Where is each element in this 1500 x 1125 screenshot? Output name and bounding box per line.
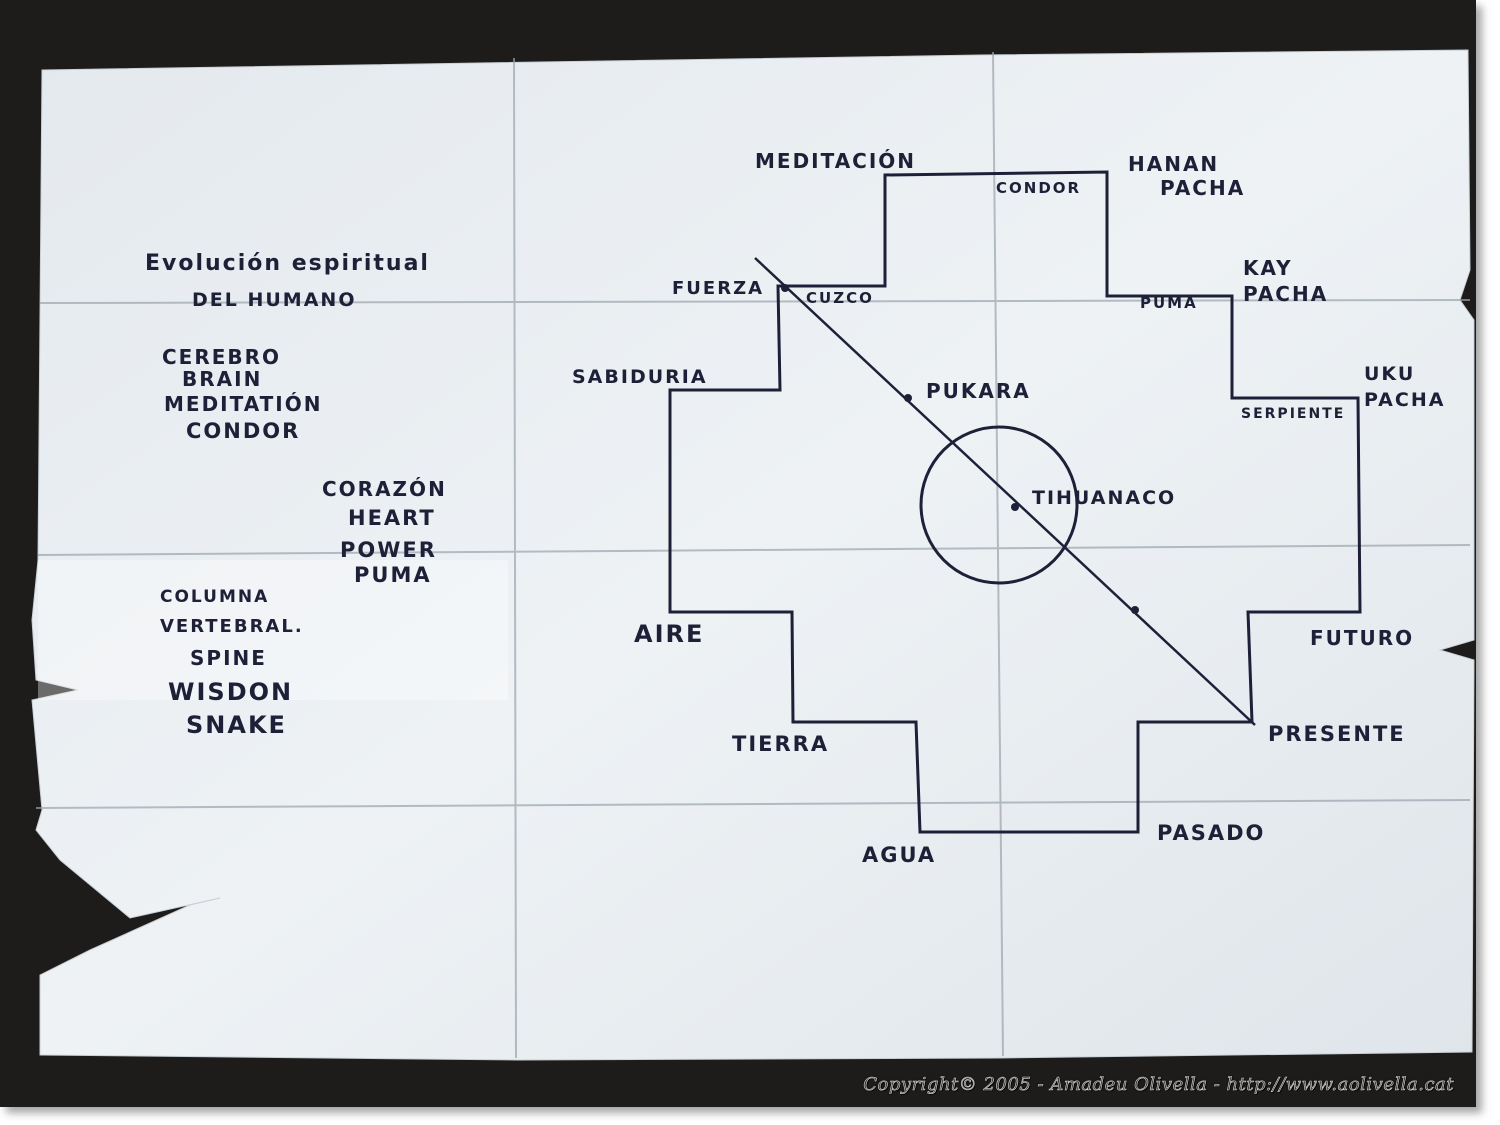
label-uku-pacha: PACHA [1364, 389, 1445, 411]
title-line1: Evolución espiritual [145, 251, 430, 276]
head-line-3: MEDITATIÓN [164, 392, 322, 416]
head-line-4: CONDOR [186, 419, 300, 443]
dot-tihuanaco [1011, 503, 1019, 511]
spine-line-4: WISDON [168, 678, 293, 706]
label-tierra: TIERRA [732, 732, 829, 756]
photo-frame: Evolución espiritual DEL HUMANO CEREBRO … [0, 0, 1476, 1107]
label-futuro: FUTURO [1310, 626, 1414, 650]
label-agua: AGUA [862, 843, 936, 867]
title-line2: DEL HUMANO [192, 289, 356, 311]
spine-line-2: VERTEBRAL. [160, 616, 304, 637]
diagonal-axis [754, 257, 1256, 726]
tape-patch [38, 560, 508, 700]
label-condor: CONDOR [996, 179, 1081, 197]
label-aire: AIRE [634, 620, 704, 648]
fold-lines [35, 51, 1471, 1059]
heart-line-2: HEART [348, 506, 436, 530]
dot-lower [1131, 606, 1139, 614]
spine-line-3: SPINE [190, 646, 267, 670]
center-circle [919, 425, 1079, 585]
label-presente: PRESENTE [1268, 722, 1406, 746]
label-cuzco: CUZCO [806, 289, 874, 307]
label-meditacion: MEDITACIÓN [755, 149, 916, 173]
heart-line-3: POWER [340, 538, 437, 562]
label-fuerza: FUERZA [672, 278, 764, 299]
chakana-paper-photo: Evolución espiritual DEL HUMANO CEREBRO … [31, 49, 1475, 1061]
label-kay-pacha: PACHA [1243, 282, 1328, 306]
label-puma: PUMA [1140, 294, 1198, 312]
heart-line-4: PUMA [354, 563, 432, 587]
chakana-outline [668, 170, 1362, 834]
label-sabiduria: SABIDURIA [572, 366, 708, 388]
label-tihuanaco: TIHUANACO [1032, 487, 1176, 509]
spine-line-5: SNAKE [186, 711, 287, 739]
label-pukara: PUKARA [926, 379, 1031, 403]
paper-sheet [31, 49, 1475, 1061]
copyright-watermark: Copyright© 2005 - Amadeu Olivella - http… [863, 1074, 1454, 1096]
heart-line-1: CORAZÓN [322, 477, 447, 501]
label-uku: UKU [1364, 363, 1415, 385]
label-pasado: PASADO [1157, 821, 1265, 845]
head-line-2: BRAIN [182, 367, 262, 391]
dot-pukara [904, 394, 912, 402]
spine-line-1: COLUMNA [160, 587, 269, 607]
label-hanan: HANAN [1128, 152, 1219, 176]
label-kay: KAY [1243, 256, 1293, 280]
dot-cuzco [781, 284, 789, 292]
head-line-1: CEREBRO [162, 345, 281, 369]
label-serpiente: SERPIENTE [1241, 406, 1345, 422]
label-hanan-pacha: PACHA [1160, 176, 1245, 200]
